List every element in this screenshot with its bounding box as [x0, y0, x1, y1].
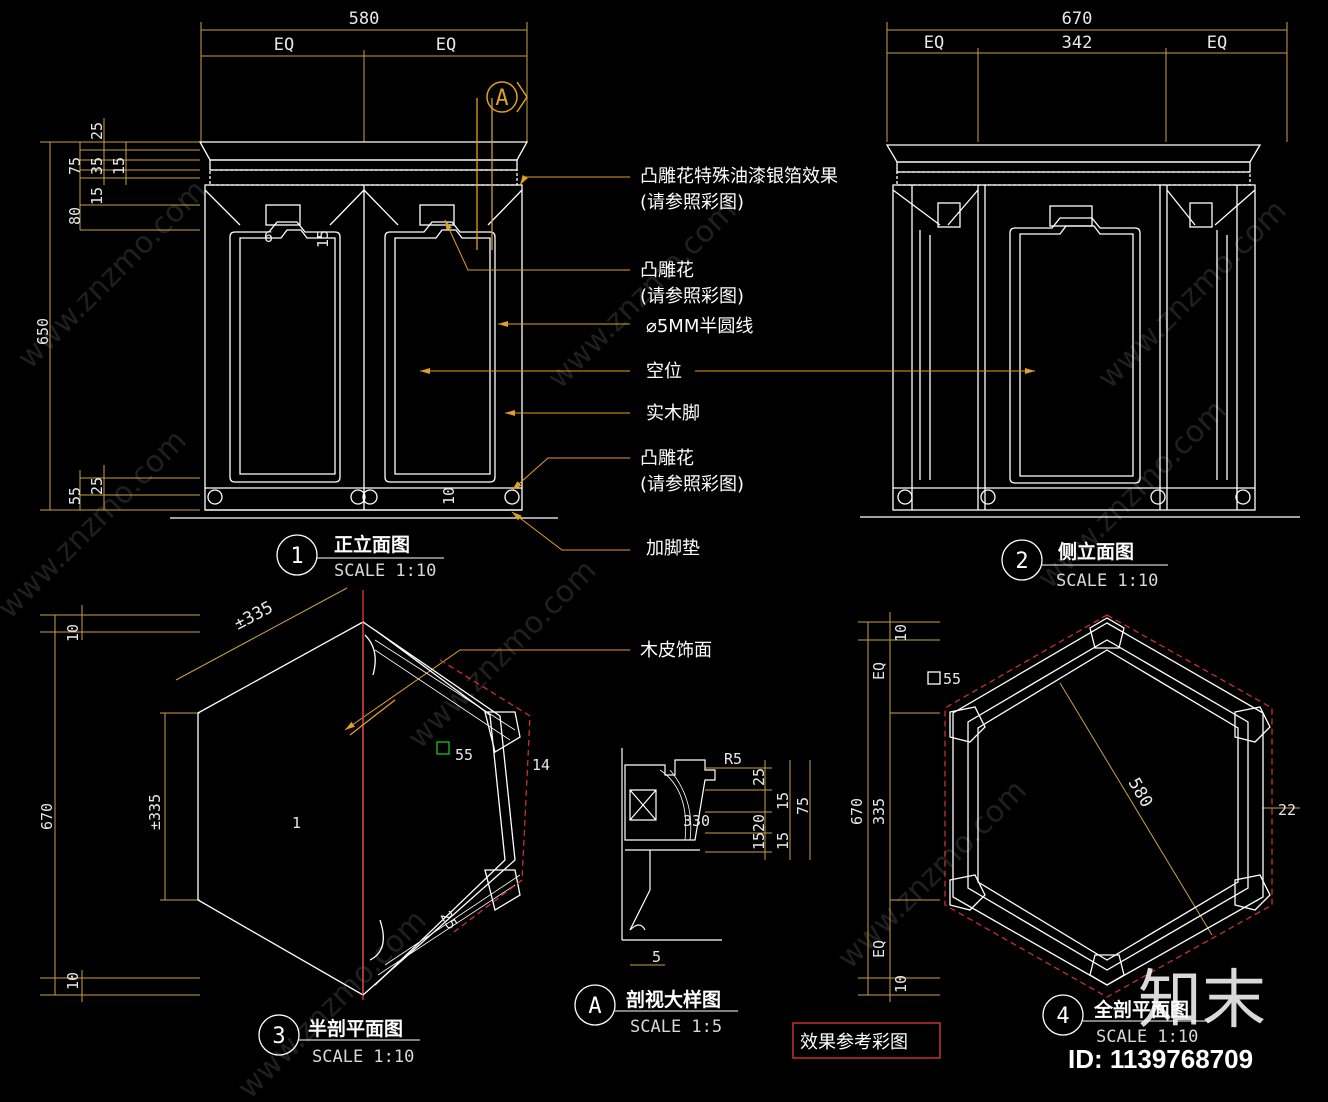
dim-label: EQ — [870, 940, 888, 958]
dim-label: ±335 — [146, 794, 164, 830]
dim-label: 35 — [88, 157, 106, 175]
annotation-note: (请参照彩图) — [640, 286, 744, 307]
dim-label: 335 — [870, 798, 888, 825]
watermark-background: www.znzmo.com www.znzmo.com www.znzmo.co… — [0, 173, 1294, 1102]
dim-label: 1 — [292, 814, 301, 832]
annotation-carving-bottom: 凸雕花 — [640, 448, 694, 469]
dim-label: 15 — [774, 792, 792, 810]
dim-label: EQ — [870, 662, 888, 680]
title-front-elevation: 1 正立面图 SCALE 1:10 — [276, 533, 444, 581]
dim-label: 55 — [943, 670, 961, 688]
annotation-silver-leaf: 凸雕花特殊油漆银箔效果 — [640, 166, 838, 187]
front-elevation — [40, 22, 558, 519]
annotation-carving: 凸雕花 — [640, 260, 694, 281]
dim-label: 10 — [64, 972, 82, 990]
title-number: 4 — [1056, 1004, 1069, 1029]
dim-label: 80 — [66, 207, 84, 225]
dim-label: 15 — [88, 187, 106, 205]
annotation-empty: 空位 — [646, 361, 682, 382]
title-scale: SCALE 1:10 — [1056, 571, 1158, 591]
dim-side-mid: 342 — [1062, 33, 1093, 53]
dim-label: 580 — [1124, 775, 1157, 812]
dim-side-right: EQ — [1207, 33, 1227, 53]
title-number: 2 — [1015, 549, 1028, 574]
title-half-plan: 3 半剖平面图 SCALE 1:10 — [258, 1014, 420, 1067]
annotation-note: (请参照彩图) — [640, 474, 744, 495]
half-section-plan — [40, 587, 531, 1002]
dim-label: 22 — [1278, 801, 1296, 819]
title-number: A — [588, 994, 601, 1019]
title-text: 正立面图 — [334, 533, 410, 556]
title-text: 侧立面图 — [1058, 540, 1134, 563]
section-detail — [621, 748, 811, 966]
full-section-plan — [858, 612, 1300, 1002]
dim-label: 25 — [750, 768, 768, 786]
title-side-elevation: 2 侧立面图 SCALE 1:10 — [1001, 539, 1168, 591]
watermark-text: www.znzmo.com — [0, 423, 194, 626]
dim-label: 10 — [892, 975, 910, 993]
title-section-detail: A 剖视大样图 SCALE 1:5 — [574, 984, 738, 1037]
annotation-half-round: ⌀5MM半圆线 — [646, 316, 753, 337]
reference-box-label: 效果参考彩图 — [800, 1032, 908, 1053]
title-scale: SCALE 1:10 — [1096, 1027, 1198, 1047]
title-scale: SCALE 1:5 — [630, 1017, 722, 1037]
annotation-foot-pad: 加脚垫 — [646, 538, 700, 559]
annotation-veneer: 木皮饰面 — [640, 640, 712, 661]
dim-side-left: EQ — [924, 33, 944, 53]
title-text: 半剖平面图 — [308, 1017, 403, 1040]
dim-label: 10 — [64, 624, 82, 642]
title-scale: SCALE 1:10 — [334, 561, 436, 581]
dim-label: 10 — [440, 487, 458, 505]
section-marker-a: A — [486, 81, 528, 113]
dim-label: 15 — [750, 832, 768, 850]
dim-label: 25 — [88, 122, 106, 140]
title-full-plan: 4 全剖平面图 SCALE 1:10 — [1042, 994, 1210, 1047]
dim-label: ±335 — [231, 598, 277, 635]
dim-front-right: EQ — [436, 35, 456, 55]
dim-side-total: 670 — [1062, 9, 1093, 29]
side-elevation — [860, 22, 1300, 518]
watermark-text: www.znzmo.com — [231, 903, 434, 1102]
dim-label: 5 — [652, 948, 661, 966]
watermark-text: www.znzmo.com — [401, 553, 604, 756]
watermark-id: ID: 1139768709 — [1068, 1044, 1253, 1074]
dim-label: 25 — [88, 477, 106, 495]
title-number: 3 — [272, 1024, 285, 1049]
dim-label: 6 — [264, 228, 273, 246]
watermark-logo: 知末 — [1138, 964, 1266, 1038]
dim-front-left: EQ — [274, 35, 294, 55]
dim-label: 650 — [34, 318, 52, 345]
dim-front-total: 580 — [349, 9, 380, 29]
dim-label: 75 — [66, 157, 84, 175]
title-text: 全剖平面图 — [1093, 998, 1189, 1021]
dim-label: 15 — [774, 832, 792, 850]
dim-label: 330 — [683, 812, 710, 830]
dim-label: 670 — [38, 803, 56, 830]
dim-label: 55 — [66, 487, 84, 505]
dim-label: 14 — [532, 756, 550, 774]
annotation-leaders — [344, 174, 1035, 731]
dim-label: 55 — [455, 746, 473, 764]
dim-label: 670 — [848, 798, 866, 825]
dim-label: 75 — [794, 797, 812, 815]
title-number: 1 — [290, 544, 303, 569]
dim-label: R5 — [724, 750, 742, 768]
dim-label: 20 — [750, 814, 768, 832]
annotation-note: (请参照彩图) — [640, 192, 744, 213]
watermark-text: www.znzmo.com — [1091, 193, 1294, 396]
reference-box: 效果参考彩图 — [792, 1022, 941, 1059]
annotation-solid-wood-leg: 实木脚 — [646, 403, 700, 424]
title-scale: SCALE 1:10 — [312, 1047, 414, 1067]
dim-label: 15 — [314, 230, 332, 248]
dim-label: 15 — [110, 157, 128, 175]
title-text: 剖视大样图 — [626, 988, 721, 1011]
section-marker-label: A — [495, 86, 508, 111]
dim-label: 10 — [892, 624, 910, 642]
